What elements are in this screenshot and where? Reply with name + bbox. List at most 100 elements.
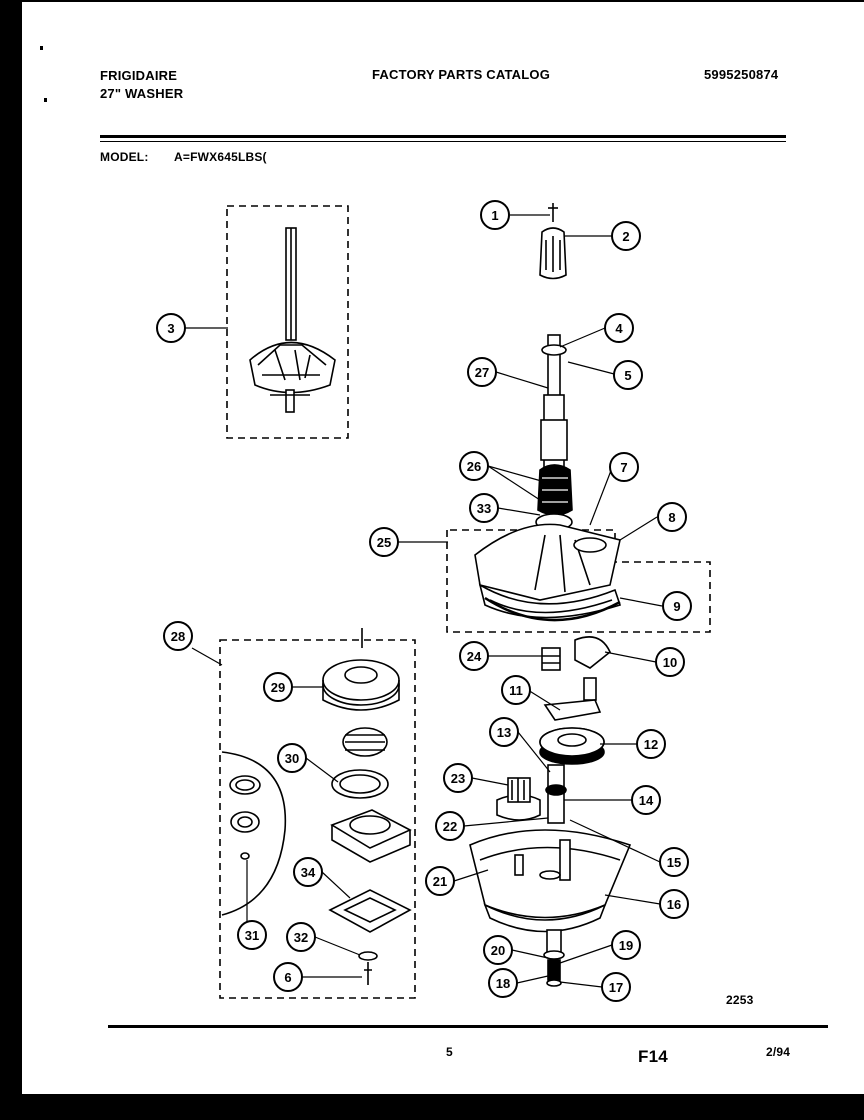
svg-text:3: 3: [167, 321, 174, 336]
callout-26: 26: [459, 451, 489, 481]
svg-text:9: 9: [673, 599, 680, 614]
callout-9: 9: [662, 591, 692, 621]
callout-33: 33: [469, 493, 499, 523]
assembly-box-25: [446, 529, 711, 633]
svg-text:22: 22: [443, 819, 457, 834]
svg-text:18: 18: [496, 976, 510, 991]
callout-24: 24: [459, 641, 489, 671]
svg-text:7: 7: [620, 460, 627, 475]
callout-7: 7: [609, 452, 639, 482]
callout-12: 12: [636, 729, 666, 759]
assembly-box-3: [226, 205, 349, 439]
scan-mark: [40, 46, 43, 50]
svg-text:10: 10: [663, 655, 677, 670]
callout-27: 27: [467, 357, 497, 387]
section-code: F14: [638, 1047, 668, 1066]
svg-text:26: 26: [467, 459, 481, 474]
svg-text:11: 11: [509, 683, 523, 698]
svg-text:12: 12: [644, 737, 658, 752]
callout-28: 28: [163, 621, 193, 651]
model-value: A=FWX645LBS(: [174, 150, 267, 164]
svg-text:29: 29: [271, 680, 285, 695]
model-label: MODEL:: [100, 150, 149, 164]
svg-text:28: 28: [171, 629, 185, 644]
callout-13: 13: [489, 717, 519, 747]
svg-text:8: 8: [668, 510, 675, 525]
gasket-drawing: [484, 596, 621, 622]
footer-rule: [108, 1025, 828, 1028]
svg-text:17: 17: [609, 980, 623, 995]
svg-text:16: 16: [667, 897, 681, 912]
leader-lines: [185, 214, 663, 988]
svg-text:31: 31: [245, 928, 259, 943]
svg-text:30: 30: [285, 751, 299, 766]
gear-housing-cover-drawing: [474, 523, 622, 619]
svg-text:24: 24: [467, 649, 482, 664]
callout-1: 1: [480, 200, 510, 230]
header-rule-thin: [100, 141, 786, 142]
product-name: 27" WASHER: [100, 86, 184, 101]
svg-text:20: 20: [491, 943, 505, 958]
page-number: 5: [446, 1045, 453, 1059]
exploded-parts-diagram: 1 2 3 4 5 6 7 8 9 10 11 12 13 14 15 16 1…: [156, 200, 711, 1002]
main-shaft-drawing: [535, 334, 573, 531]
svg-text:13: 13: [497, 725, 511, 740]
callout-6: 6: [273, 962, 303, 992]
bearing-detail-inset: [221, 751, 287, 916]
svg-text:33: 33: [477, 501, 491, 516]
agitator-dogs-drawing: [539, 203, 567, 280]
catalog-page: FRIGIDAIRE 27" WASHER FACTORY PARTS CATA…: [22, 2, 864, 1094]
catalog-date: 2/94: [766, 1045, 791, 1059]
callout-17: 17: [601, 972, 631, 1002]
callout-21: 21: [425, 866, 455, 896]
callout-31: 31: [237, 920, 267, 950]
scan-mark: [44, 98, 47, 102]
drive-gear-drawing: [539, 727, 605, 765]
catalog-title: FACTORY PARTS CATALOG: [372, 67, 551, 82]
callout-34: 34: [293, 857, 323, 887]
svg-text:32: 32: [294, 930, 308, 945]
callout-22: 22: [435, 811, 465, 841]
pinion-and-shift-drawing: [541, 636, 611, 721]
callout-18: 18: [488, 968, 518, 998]
catalog-number: 5995250874: [704, 67, 779, 82]
callout-19: 19: [611, 930, 641, 960]
svg-text:14: 14: [639, 793, 654, 808]
gear-case-drawing: [469, 829, 632, 933]
svg-text:2: 2: [622, 229, 629, 244]
svg-text:34: 34: [301, 865, 316, 880]
callout-29: 29: [263, 672, 293, 702]
seal-kit-drawing: [322, 628, 412, 985]
callout-8: 8: [657, 502, 687, 532]
svg-text:27: 27: [475, 365, 489, 380]
lower-shaft-drawing: [543, 929, 565, 987]
callout-32: 32: [286, 922, 316, 952]
callouts: 1 2 3 4 5 6 7 8 9 10 11 12 13 14 15 16 1…: [156, 200, 692, 1002]
svg-text:4: 4: [615, 321, 623, 336]
callout-4: 4: [604, 313, 634, 343]
pinion-shaft-drawing: [496, 764, 567, 824]
figure-code: 2253: [726, 993, 754, 1007]
callout-5: 5: [613, 360, 643, 390]
callout-23: 23: [443, 763, 473, 793]
svg-text:23: 23: [451, 771, 465, 786]
callout-2: 2: [611, 221, 641, 251]
transmission-assembly-drawing: [249, 227, 336, 413]
brand-name: FRIGIDAIRE: [100, 68, 178, 83]
callout-20: 20: [483, 935, 513, 965]
callout-14: 14: [631, 785, 661, 815]
svg-text:6: 6: [284, 970, 291, 985]
callout-16: 16: [659, 889, 689, 919]
assembly-box-28: [219, 639, 416, 999]
callout-30: 30: [277, 743, 307, 773]
svg-text:21: 21: [433, 874, 447, 889]
callout-25: 25: [369, 527, 399, 557]
callout-3: 3: [156, 313, 186, 343]
svg-text:25: 25: [377, 535, 391, 550]
svg-text:1: 1: [491, 208, 498, 223]
callout-15: 15: [659, 847, 689, 877]
callout-11: 11: [501, 675, 531, 705]
callout-10: 10: [655, 647, 685, 677]
svg-text:15: 15: [667, 855, 681, 870]
svg-text:5: 5: [624, 368, 631, 383]
